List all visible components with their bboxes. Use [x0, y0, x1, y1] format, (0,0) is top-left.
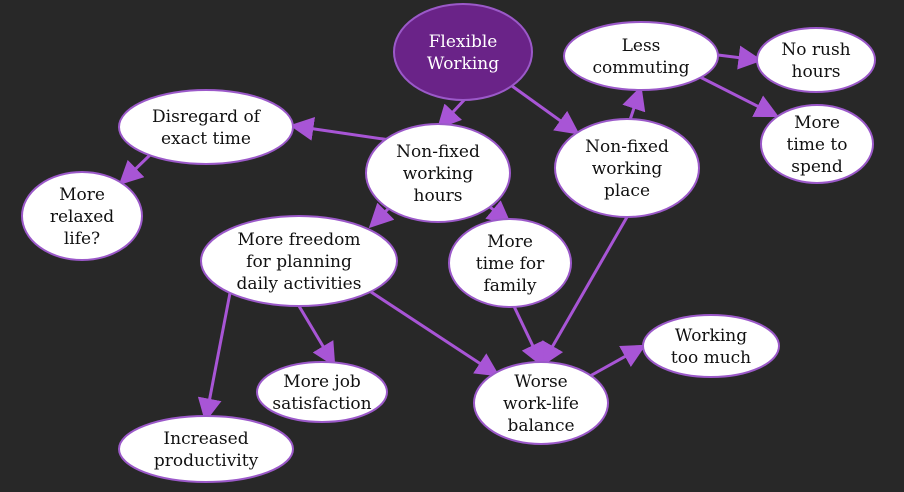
node-ellipse: [393, 3, 533, 101]
edge-more-time-for-family-to-worse-work-life-balance: [509, 299, 544, 368]
node-label-line: life?: [64, 229, 100, 249]
node-label-line: Disregard of: [152, 107, 262, 127]
node-ellipse: [554, 118, 700, 218]
node-label-line: spend: [791, 157, 843, 177]
node-label-line: place: [604, 181, 650, 201]
edge-non-fixed-working-hours-to-more-freedom-for-planning: [368, 202, 395, 229]
node-ellipse: [448, 218, 572, 308]
edge-non-fixed-working-place-to-worse-work-life-balance: [540, 216, 629, 367]
node-label-line: More job: [283, 372, 361, 392]
node-label-line: More: [487, 232, 533, 252]
node-ellipse: [365, 123, 511, 223]
node-label-line: time for: [476, 254, 545, 274]
node-ellipse: [642, 314, 780, 378]
node-label-line: exact time: [161, 129, 251, 149]
node-label-line: work-life: [503, 394, 579, 414]
node-ellipse: [200, 215, 398, 307]
node-label-line: Non-fixed: [585, 137, 669, 157]
node-label-line: More: [794, 113, 840, 133]
node-label-line: More: [59, 185, 105, 205]
node-label-line: Working: [675, 326, 747, 346]
node-label-line: family: [483, 276, 536, 296]
node-label-line: balance: [507, 416, 574, 436]
edge-flexible-working-to-non-fixed-working-place: [511, 84, 580, 135]
node-label-line: No rush: [781, 40, 850, 60]
edge-worse-work-life-balance-to-working-too-much: [589, 344, 646, 378]
node-label-line: satisfaction: [272, 394, 371, 414]
edge-non-fixed-working-hours-to-disregard-of-exact-time: [289, 116, 391, 142]
node-label-line: productivity: [154, 451, 259, 471]
node-label-line: time to: [787, 135, 848, 155]
node-ellipse: [256, 361, 388, 423]
edges-layer: [118, 45, 780, 423]
node-label-line: hours: [792, 62, 841, 82]
node-label-line: Worse: [514, 372, 567, 392]
node-ellipse: [756, 27, 876, 93]
node-label-line: Less: [622, 36, 661, 56]
node-label-line: More freedom: [237, 230, 360, 250]
node-ellipse: [21, 171, 143, 261]
node-label-line: too much: [671, 348, 751, 368]
node-label-line: working: [592, 159, 663, 179]
edge-disregard-of-exact-time-to-more-relaxed-life: [118, 153, 152, 186]
edge-less-commuting-to-no-rush-hours: [717, 45, 763, 70]
node-label-line: Increased: [163, 429, 248, 449]
node-label-line: commuting: [592, 58, 689, 78]
node-label-line: relaxed: [50, 207, 114, 227]
edge-non-fixed-working-place-to-less-commuting: [622, 85, 646, 121]
node-ellipse: [563, 21, 719, 91]
node-label-line: Non-fixed: [396, 142, 480, 162]
edge-more-freedom-for-planning-to-more-job-satisfaction: [297, 305, 336, 367]
node-ellipse: [760, 104, 874, 184]
node-ellipse: [473, 361, 609, 445]
node-label-line: Working: [427, 54, 499, 74]
node-label-line: for planning: [246, 252, 352, 272]
edge-less-commuting-to-more-time-to-spend: [699, 75, 780, 118]
edge-more-freedom-for-planning-to-increased-productivity: [197, 292, 232, 423]
node-ellipse: [118, 89, 294, 165]
node-label-line: daily activities: [237, 274, 362, 294]
edge-more-freedom-for-planning-to-worse-work-life-balance: [367, 288, 500, 377]
edge-flexible-working-to-non-fixed-working-hours: [436, 96, 468, 130]
node-ellipse: [118, 415, 294, 483]
node-label-line: hours: [414, 186, 463, 206]
node-label-line: Flexible: [429, 32, 498, 52]
node-label-line: working: [403, 164, 474, 184]
